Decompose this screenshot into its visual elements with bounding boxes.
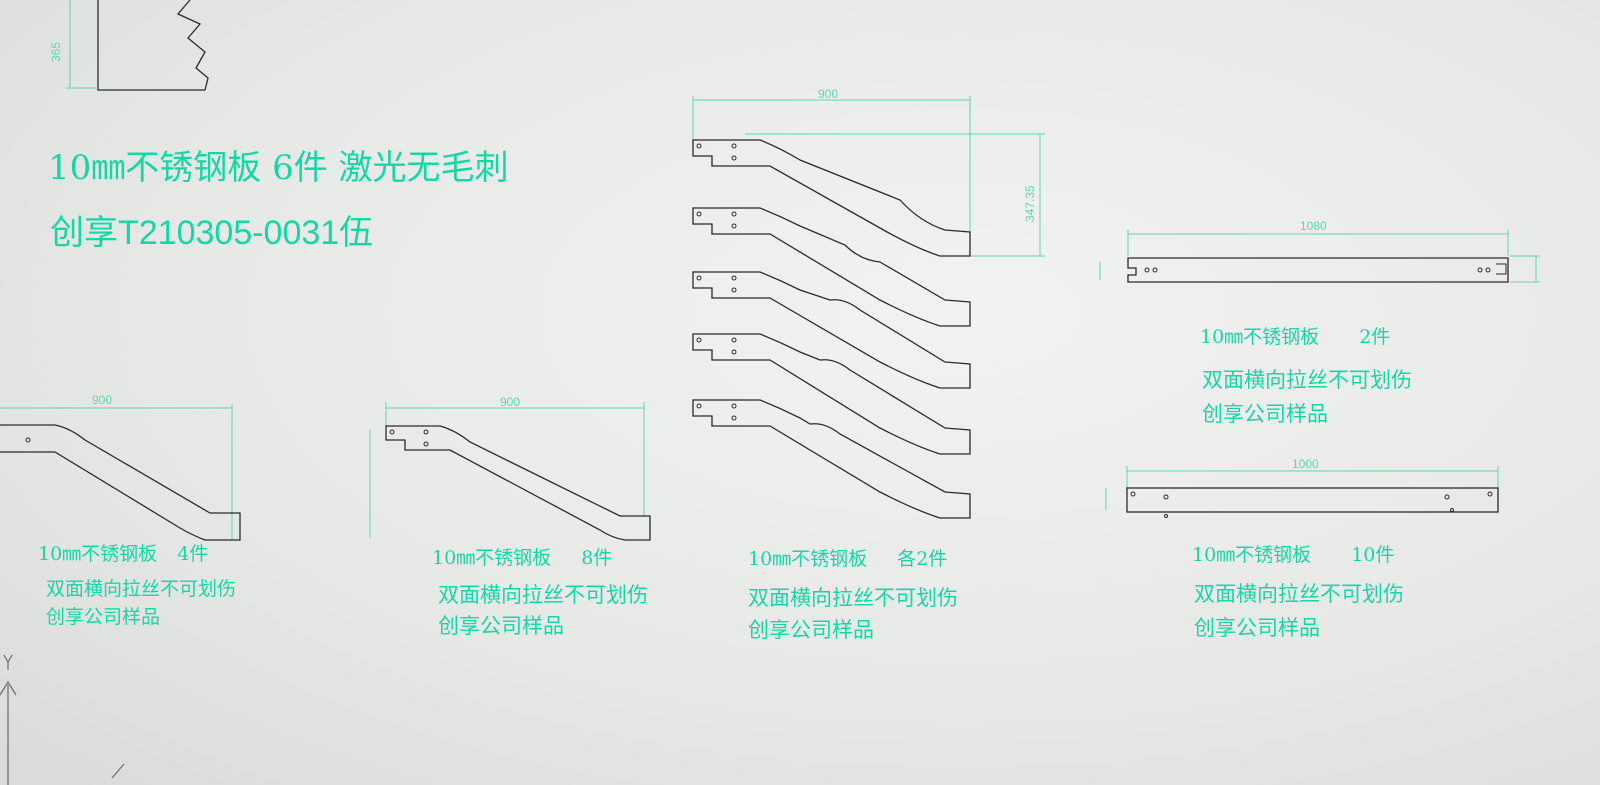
ucs-icon [0,654,125,785]
part-d-drawing: 1080 [1099,219,1540,283]
profile-detail-outline [97,0,209,91]
profile-dim-text: 365 [49,42,63,62]
part-e-dim-text: 1000 [1292,457,1319,471]
part-a-drawing: 900 [0,393,241,541]
part-e-drawing: 1000 [1105,457,1499,518]
part-b-dim-text: 900 [500,395,520,409]
part-d-dim-text: 1080 [1300,219,1327,233]
main-note-line2: 创享T210305-0031伍 [50,214,374,252]
part-c-drawing: 900 347.35 [692,87,1045,519]
part-e-finish: 双面横向拉丝不可划伤 [1194,582,1404,606]
part-e-sample: 创享公司样品 [1194,616,1320,640]
part-c-material: 10㎜不锈钢板各2件 [748,548,948,570]
part-a-sample: 创享公司样品 [46,606,161,628]
part-a-dim-text: 900 [92,393,112,407]
part-c-dim-text: 900 [818,87,838,101]
part-c-finish: 双面横向拉丝不可划伤 [748,586,958,610]
part-b-sample: 创享公司样品 [438,614,564,638]
part-b-drawing: 900 [369,395,651,541]
part-a-finish: 双面横向拉丝不可划伤 [46,578,237,600]
part-d-finish: 双面横向拉丝不可划伤 [1202,368,1412,392]
part-c-sample: 创享公司样品 [748,618,874,642]
part-c-dim-v-text: 347.35 [1023,185,1037,222]
part-b-finish: 双面横向拉丝不可划伤 [438,583,648,607]
part-d-sample: 创享公司样品 [1202,402,1328,426]
main-note-line1: 10㎜不锈钢板 6件 激光无毛刺 [48,148,509,188]
